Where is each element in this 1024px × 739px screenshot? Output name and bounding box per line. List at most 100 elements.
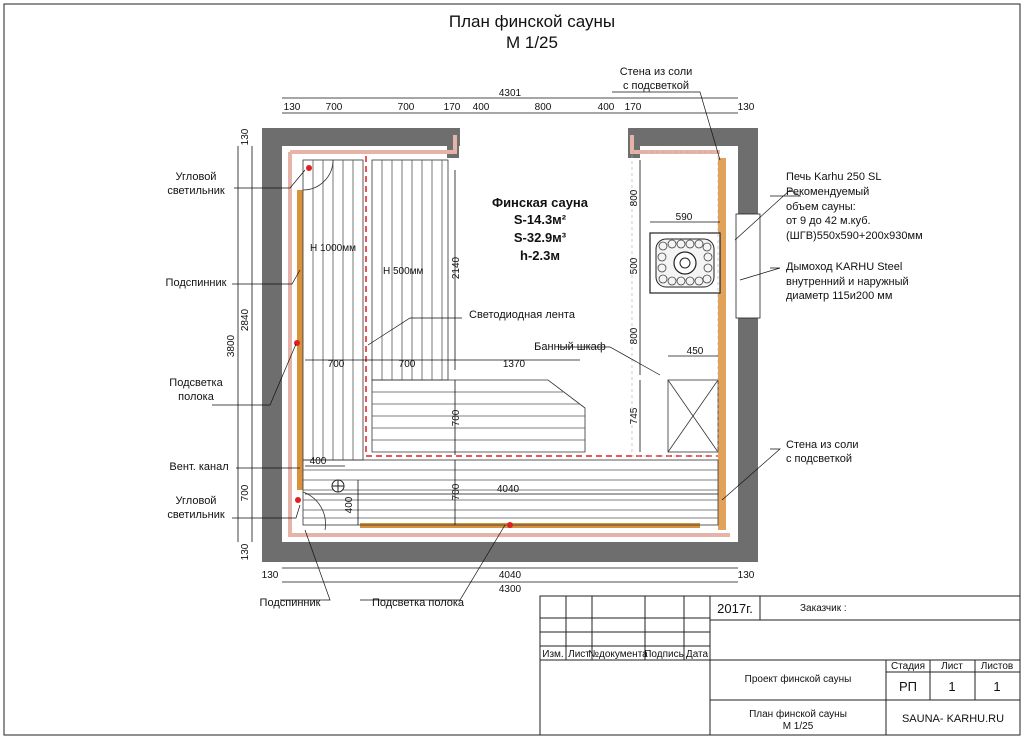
room-info: Финская сауна S-14.3м² S-32.9м³ h-2.3м [492,195,589,263]
svg-text:4040: 4040 [499,570,522,581]
drawing-title: План финской сауны [449,12,615,31]
svg-text:Подспинник: Подспинник [166,277,227,289]
svg-text:130: 130 [738,102,755,113]
svg-text:Изм.: Изм. [542,649,563,660]
svg-text:130: 130 [240,128,251,145]
svg-text:РП: РП [899,679,917,694]
svg-text:М 1/25: М 1/25 [783,721,814,732]
svg-text:1370: 1370 [503,359,526,370]
shelf-light-icon [294,340,300,346]
svg-text:Угловой: Угловой [176,495,217,507]
floor-bench [302,459,719,526]
svg-text:Лист: Лист [941,661,963,672]
svg-text:№документа: №документа [588,649,648,660]
svg-text:светильник: светильник [167,509,225,521]
svg-text:700: 700 [451,409,462,426]
svg-text:Подпись: Подпись [644,649,684,660]
svg-text:400: 400 [310,456,327,467]
bath-cabinet [667,379,719,453]
svg-text:Угловой: Угловой [176,171,217,183]
svg-text:S-14.3м²: S-14.3м² [514,212,567,227]
svg-text:Печь Karhu 250 SL: Печь Karhu 250 SL [786,171,881,183]
svg-text:от 9 до 42 м.куб.: от 9 до 42 м.куб. [786,215,871,227]
svg-text:светильник: светильник [167,185,225,197]
svg-text:4040: 4040 [497,484,520,495]
middle-bench [371,379,586,453]
svg-text:700: 700 [326,102,343,113]
svg-text:Вент. канал: Вент. канал [169,461,228,473]
svg-text:2140: 2140 [451,256,462,279]
svg-text:Листов: Листов [981,661,1014,672]
svg-text:Дымоход KARHU Steel: Дымоход KARHU Steel [786,261,902,273]
svg-text:Лист: Лист [568,649,590,660]
svg-text:h-2.3м: h-2.3м [520,248,560,263]
labels-left: Угловой светильник Подспинник Подсветка … [166,171,465,609]
svg-text:с подсветкой: с подсветкой [623,80,689,92]
leader-lines [212,91,802,601]
svg-text:800: 800 [629,327,640,344]
corner-light-top-icon [306,165,312,171]
svg-text:Стадия: Стадия [891,661,925,672]
svg-text:Подсветка: Подсветка [169,377,223,389]
svg-text:Н 500мм: Н 500мм [383,266,424,277]
svg-text:130: 130 [284,102,301,113]
svg-text:500: 500 [629,257,640,274]
svg-text:Стена из соли: Стена из соли [786,439,859,451]
svg-text:400: 400 [344,496,355,513]
vent-icon [331,479,345,493]
sheet-frame [3,3,1021,736]
drawing-scale: М 1/25 [506,33,558,52]
upper-bench [302,159,449,461]
salt-wall-right [718,158,726,530]
corner-light-top [302,159,334,191]
svg-text:170: 170 [625,102,642,113]
svg-text:2017г.: 2017г. [717,601,753,616]
svg-text:внутренний и наружный: внутренний и наружный [786,276,909,288]
svg-text:700: 700 [451,483,462,500]
title-block-text: 2017г. Заказчик : Изм. Лист №документа П… [542,601,1013,732]
svg-text:4301: 4301 [499,88,522,99]
stove-icon [649,232,721,294]
svg-text:700: 700 [240,484,251,501]
svg-text:Подспинник: Подспинник [260,597,321,609]
svg-text:с подсветкой: с подсветкой [786,453,852,465]
svg-text:700: 700 [399,359,416,370]
svg-text:130: 130 [738,570,755,581]
svg-text:Проект финской сауны: Проект финской сауны [745,673,852,685]
svg-text:800: 800 [535,102,552,113]
svg-text:объем сауны:: объем сауны: [786,201,856,213]
svg-text:590: 590 [676,212,693,223]
dims-top: 4301 130 700 700 170 400 800 400 170 130 [284,88,755,113]
svg-text:Банный шкаф: Банный шкаф [534,341,606,353]
dimension-lines [237,97,738,583]
svg-text:полока: полока [178,391,215,403]
svg-text:Финская сауна: Финская сауна [492,195,589,210]
svg-text:Н 1000мм: Н 1000мм [310,243,356,254]
svg-text:700: 700 [398,102,415,113]
outer-walls [262,126,761,562]
svg-text:4300: 4300 [499,584,522,595]
svg-text:Подсветка полока: Подсветка полока [372,597,465,609]
corner-light-bottom-icon [295,497,301,503]
svg-text:2840: 2840 [240,308,251,331]
svg-text:800: 800 [629,189,640,206]
stove-zone [631,151,719,457]
svg-text:Дата: Дата [686,649,709,660]
svg-text:170: 170 [444,102,461,113]
svg-text:745: 745 [629,407,640,424]
labels-right: Стена из соли с подсветкой Светодиодная … [469,66,923,465]
dims-left: 130 2840 700 130 3800 [226,128,251,560]
dims-bottom: 130 4040 130 4300 [262,570,755,595]
svg-text:1: 1 [948,679,955,694]
svg-text:(ШГВ)550х590+200х930мм: (ШГВ)550х590+200х930мм [786,230,923,242]
svg-text:400: 400 [598,102,615,113]
svg-text:План финской сауны: План финской сауны [749,708,847,720]
svg-text:Стена из соли: Стена из соли [620,66,693,78]
title-block [539,595,1021,736]
svg-text:3800: 3800 [226,334,237,357]
svg-text:Рекомендуемый: Рекомендуемый [786,186,869,198]
svg-text:130: 130 [240,543,251,560]
svg-text:400: 400 [473,102,490,113]
